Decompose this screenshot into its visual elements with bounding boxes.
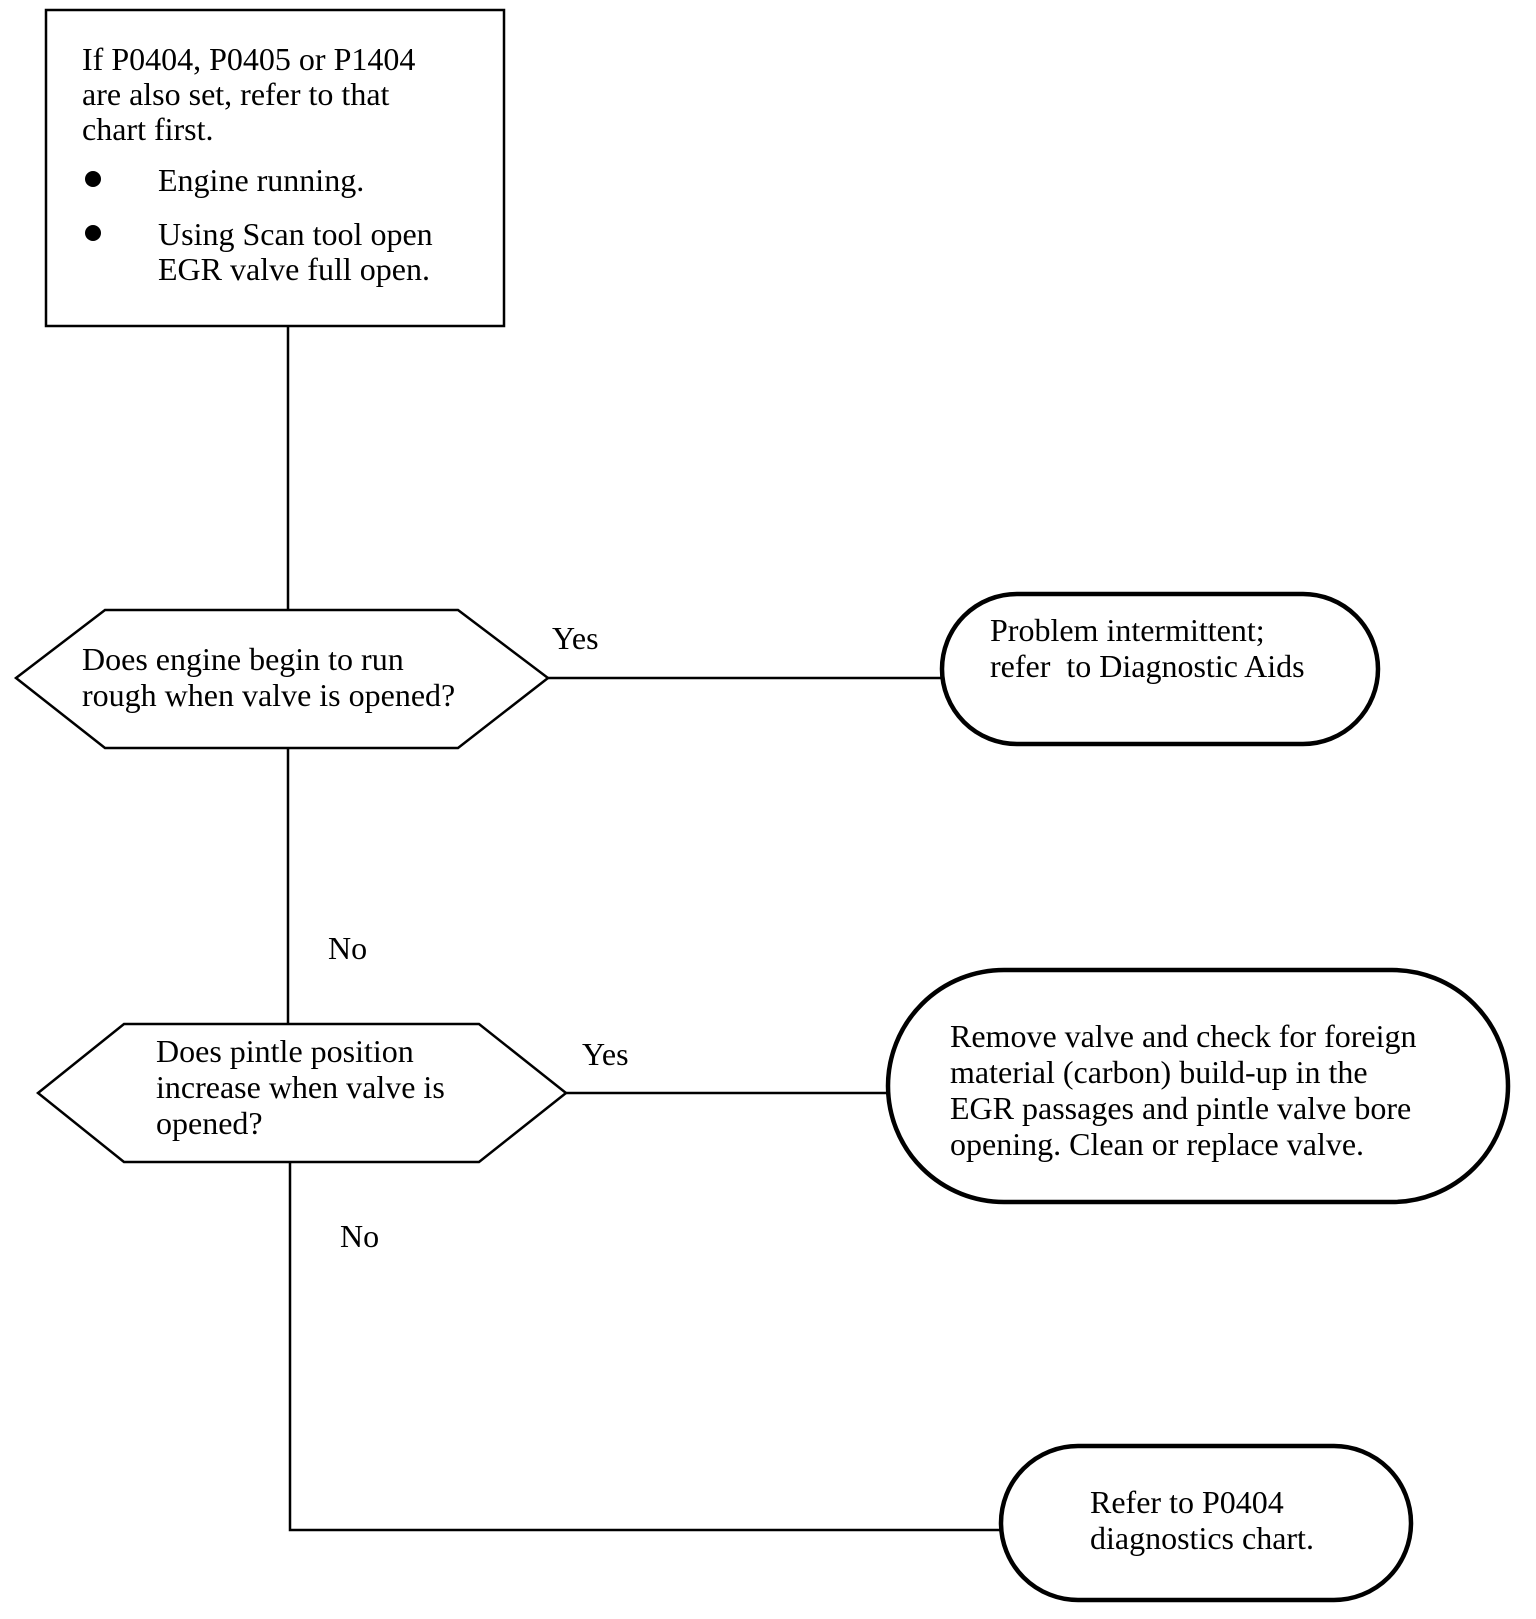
decision-2-yes-label: Yes <box>582 1036 629 1072</box>
start-box-bullet-2-line-2: EGR valve full open. <box>158 251 430 287</box>
decision-1-yes-label: Yes <box>552 620 599 656</box>
decision-2-line-1: Does pintle position <box>156 1033 414 1069</box>
outcome-3-shape <box>998 1443 1414 1603</box>
outcome-1-line-2: refer to Diagnostic Aids <box>990 648 1305 684</box>
decision-1-no-label: No <box>328 930 368 966</box>
start-box-bullet-2-line-1: Using Scan tool open <box>158 216 433 252</box>
bullet-dot-2 <box>85 225 101 241</box>
start-box-intro-line-1: If P0404, P0405 or P1404 <box>82 41 416 77</box>
outcome-2-line-2: material (carbon) build-up in the <box>950 1054 1368 1090</box>
outcome-2-line-4: opening. Clean or replace valve. <box>950 1126 1365 1162</box>
start-box-intro-line-2: are also set, refer to that <box>82 76 390 112</box>
start-box-intro-line-3: chart first. <box>82 111 214 147</box>
outcome-1-shape <box>939 591 1381 747</box>
outcome-3-line-2: diagnostics chart. <box>1090 1520 1314 1556</box>
outcome-1-line-1: Problem intermittent; <box>990 612 1265 648</box>
outcome-2-shape <box>885 967 1511 1205</box>
connector-decision-2-no <box>288 1162 1001 1532</box>
decision-1-line-1: Does engine begin to run <box>82 641 404 677</box>
start-box-bullet-1: Engine running. <box>158 162 365 198</box>
decision-2-no-label: No <box>340 1218 380 1254</box>
decision-1-line-2: rough when valve is opened? <box>82 677 456 713</box>
outcome-2-line-3: EGR passages and pintle valve bore <box>950 1090 1412 1126</box>
outcome-3-line-1: Refer to P0404 <box>1090 1484 1284 1520</box>
start-box <box>44 8 506 328</box>
decision-2-line-3: opened? <box>156 1105 263 1141</box>
bullet-dot-1 <box>85 171 101 187</box>
outcome-2-line-1: Remove valve and check for foreign <box>950 1018 1417 1054</box>
decision-2-line-2: increase when valve is <box>156 1069 445 1105</box>
